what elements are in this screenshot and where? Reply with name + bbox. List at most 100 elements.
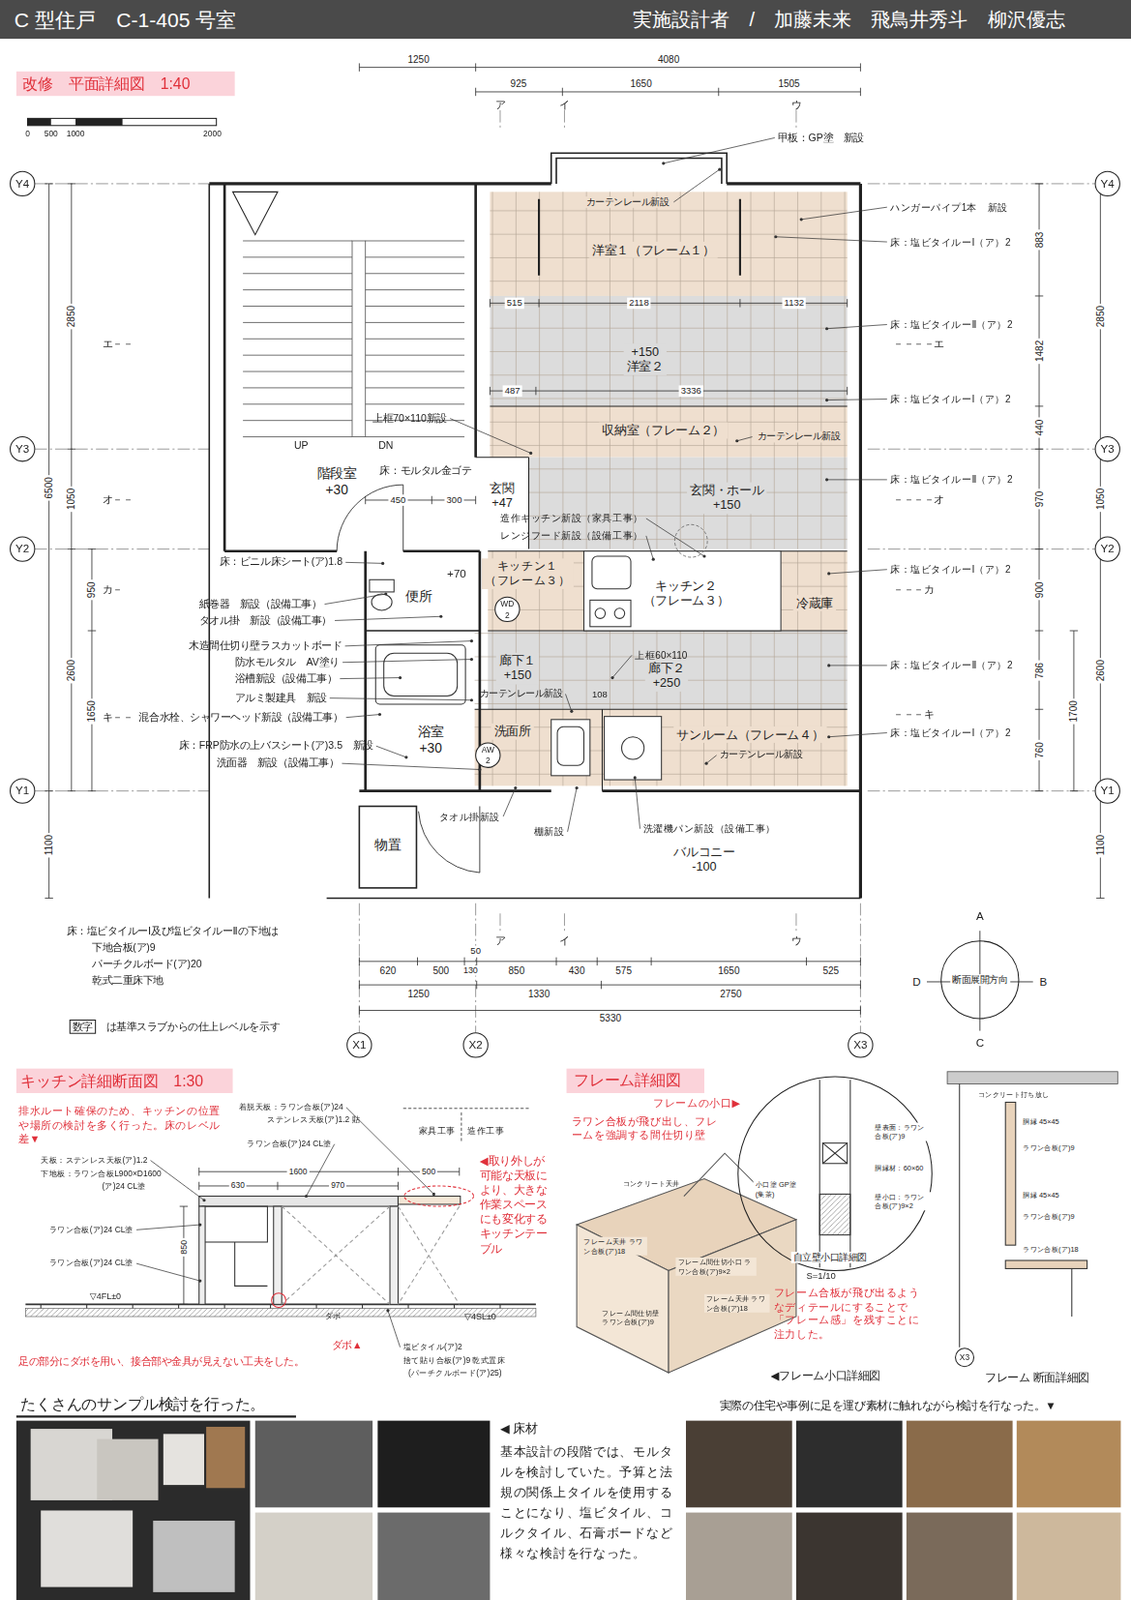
drawing-part [10, 171, 1121, 1367]
drawing-part [822, 1143, 847, 1164]
annotation: 紙巻器 新設（設備工事） [199, 597, 323, 611]
annotation: カ－ [102, 583, 123, 596]
room-text: 階段室 [317, 466, 358, 482]
drawing-part [352, 240, 366, 438]
dimension-text: 130 [461, 965, 480, 977]
dimension-text: 630 [229, 1181, 247, 1191]
leader-dot [477, 768, 481, 772]
annotation: Y2 [15, 542, 30, 557]
leader-dot [575, 786, 579, 790]
drawing-part [224, 183, 861, 792]
leader-line [345, 562, 383, 564]
drawing-part [44, 62, 1104, 1014]
leader-line [503, 787, 516, 817]
drawing-part [475, 191, 848, 786]
drawing-part [538, 199, 741, 276]
room-text: 廊下１ [499, 654, 536, 669]
leader-dot [470, 639, 474, 643]
leader-dot [378, 713, 382, 716]
annotation: ◀取り外しが可能な天板により、大きな作業スペースにも変化するキッチンテーブル [479, 1153, 550, 1256]
leader-dot [717, 168, 721, 172]
annotation: エ－－ [102, 337, 134, 351]
dimension-text: 2 [505, 610, 510, 621]
drawing-part [796, 1421, 903, 1509]
drawing-part [10, 437, 35, 462]
dimension-text: 950 [86, 579, 98, 600]
annotation: ダボ▲ [331, 1339, 363, 1352]
room-label-box: キッチン２（フレーム３） [640, 578, 733, 610]
drawing-part [1016, 1513, 1122, 1600]
dimension-text: 760 [1033, 740, 1045, 761]
drawing-part [10, 171, 35, 196]
annotation: タオル掛新設 [439, 810, 501, 823]
drawing-part [819, 1079, 851, 1268]
drawing-part [75, 118, 123, 125]
room-text: キッチン２ [643, 579, 730, 595]
sheet-title: C 型住戸 C-1-405 号室 [14, 7, 238, 32]
dimension-text: 850 [178, 1238, 190, 1257]
drawing-part [371, 594, 392, 611]
room-label-box: 物置 [371, 835, 405, 855]
room-text: +47 [489, 496, 514, 511]
annotation: 壁小口：ラワン合板(ア)9×2 [872, 1191, 933, 1211]
leader-line [341, 763, 479, 770]
annotation: イ [559, 934, 570, 948]
drawing-part [1016, 1421, 1122, 1509]
drawing-part [476, 743, 501, 768]
annotation: は基準スラブからの仕上レベルを示す [106, 1020, 280, 1034]
drawing-part [796, 1513, 903, 1600]
room-text: +150 [689, 498, 764, 513]
dimension-text: 2850 [65, 303, 78, 330]
leader-dot [198, 1279, 202, 1283]
room-label-box: +150洋室２ [624, 343, 667, 375]
drawing-part [463, 1033, 488, 1058]
leader-dot [432, 1192, 436, 1196]
dimension-text: 970 [1033, 488, 1045, 509]
annotation: 胴縁材：60×60 [872, 1164, 926, 1174]
drawing-part [551, 152, 727, 184]
annotation: 床：塩ビタイルーⅡ（ア）2 [890, 659, 1013, 672]
annotation: 混合水栓、シャワーヘッド新設（設備工事） [138, 711, 343, 724]
room-text: +150 [499, 668, 536, 684]
dimension-text: 6500 [43, 475, 56, 502]
annotation: ア [495, 98, 506, 112]
room-text: 洋室１（フレーム１） [592, 242, 715, 258]
annotation: 床：ビニル床シート(ア)1.8 [219, 556, 343, 569]
room-text: 冷蔵庫 [796, 595, 834, 611]
leader-line [827, 478, 888, 480]
annotation: イ [559, 98, 570, 112]
leader-dot [529, 451, 533, 455]
room-label-box: 階段室+30 [313, 464, 359, 499]
annotation: (ア)24 CL塗 [102, 1182, 147, 1192]
room-text: 洋室２ [626, 358, 664, 374]
annotation: －－－キ [892, 708, 934, 721]
dimension-text: 1000 [66, 128, 86, 139]
drawing-part [595, 608, 606, 620]
drawing-part [959, 1083, 1088, 1347]
dimension-text: 850 [505, 964, 527, 977]
annotation: 棚新設 [534, 826, 566, 838]
annotation: 下地板：ラワン合板L900×D1600 [40, 1168, 162, 1179]
drawing-part [10, 536, 35, 562]
annotation: コンクリート打ち放し [978, 1091, 1050, 1101]
leader-dot [825, 327, 829, 330]
drawing-part [96, 1439, 158, 1501]
drawing-part [614, 608, 626, 620]
annotation: ▽4SL±0 [464, 1311, 497, 1323]
drawing-part [255, 1513, 373, 1600]
dimension-text: 1330 [526, 988, 553, 1001]
leader-dot [825, 477, 829, 481]
leader-line [136, 1224, 201, 1230]
room-text: +250 [648, 675, 685, 690]
annotation: X2 [469, 1038, 483, 1052]
drawing-part [202, 1206, 268, 1243]
leader-line [775, 237, 888, 242]
dimension-text: 500 [430, 964, 451, 977]
drawing-part [369, 551, 781, 780]
annotation: 木造間仕切り壁ラスカットボード [188, 640, 342, 654]
leader-line [673, 169, 719, 203]
annotation: C [976, 1036, 984, 1050]
leader-line [345, 641, 473, 647]
annotation: DN [378, 440, 393, 453]
annotation: カーテンレール新設 [719, 749, 803, 761]
